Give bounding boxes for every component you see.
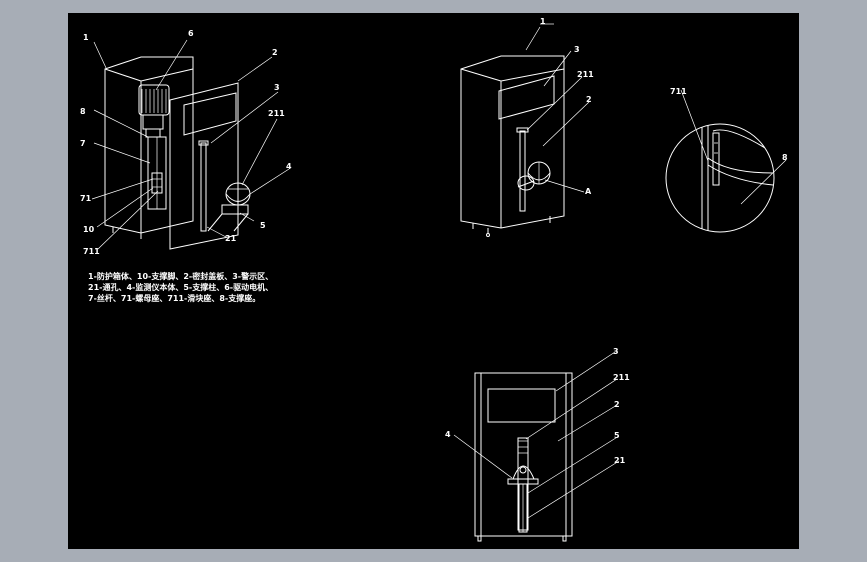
legend-line-1: 1-防护箱体、10-支撑脚、2-密封盖板、3-警示区、 <box>88 272 274 281</box>
label-2: 2 <box>614 400 620 409</box>
legend-line-3: 7-丝杆、71-螺母座、711-滑块座、8-支撑座。 <box>88 294 261 303</box>
label-8: 8 <box>782 153 788 162</box>
detail-circle <box>665 123 775 233</box>
label-10: 10 <box>83 225 95 234</box>
label-711: 711 <box>670 87 687 96</box>
assembled-through-hole <box>519 130 526 212</box>
support-column <box>221 204 249 215</box>
label-71: 71 <box>80 194 92 203</box>
protective-box <box>104 56 194 234</box>
label-211: 211 <box>577 70 594 79</box>
label-6: 6 <box>188 29 194 38</box>
view-detail: 711 8 <box>665 87 788 233</box>
sealing-cover <box>169 82 239 250</box>
label-5: 5 <box>260 221 266 230</box>
label-3: 3 <box>274 83 280 92</box>
label-A: A <box>585 187 592 196</box>
label-7: 7 <box>80 139 86 148</box>
view-assembled: 1 3 211 2 A <box>460 17 594 237</box>
nut-seat <box>151 172 163 194</box>
assembled-box <box>460 55 565 229</box>
label-211: 211 <box>613 373 630 382</box>
legend-line-2: 21-通孔、4-监测仪本体、5-支撑柱、6-驱动电机、 <box>88 283 274 292</box>
warning-area <box>183 92 237 136</box>
cad-drawing: 1 6 2 3 211 8 7 71 4 10 5 711 21 <box>80 17 788 542</box>
label-5: 5 <box>614 431 620 440</box>
label-4: 4 <box>286 162 292 171</box>
label-2: 2 <box>272 48 278 57</box>
label-3: 3 <box>613 347 619 356</box>
front-warning-area <box>487 388 556 423</box>
label-211: 211 <box>268 109 285 118</box>
label-4: 4 <box>445 430 451 439</box>
through-hole <box>200 142 207 232</box>
label-8: 8 <box>80 107 86 116</box>
view-front: 3 211 2 4 5 21 <box>445 347 630 542</box>
front-cover <box>480 372 567 537</box>
label-1: 1 <box>540 17 546 26</box>
cad-drawing-area: 1 6 2 3 211 8 7 71 4 10 5 711 21 <box>68 13 799 549</box>
view-exploded: 1 6 2 3 211 8 7 71 4 10 5 711 21 <box>80 29 292 256</box>
label-711: 711 <box>83 247 100 256</box>
label-21: 21 <box>614 456 626 465</box>
front-box <box>474 372 573 537</box>
label-2: 2 <box>586 95 592 104</box>
assembled-warning-area <box>498 75 555 120</box>
label-21: 21 <box>225 234 237 243</box>
label-1: 1 <box>83 33 89 42</box>
label-3: 3 <box>574 45 580 54</box>
legend: 1-防护箱体、10-支撑脚、2-密封盖板、3-警示区、 21-通孔、4-监测仪本… <box>88 271 273 304</box>
